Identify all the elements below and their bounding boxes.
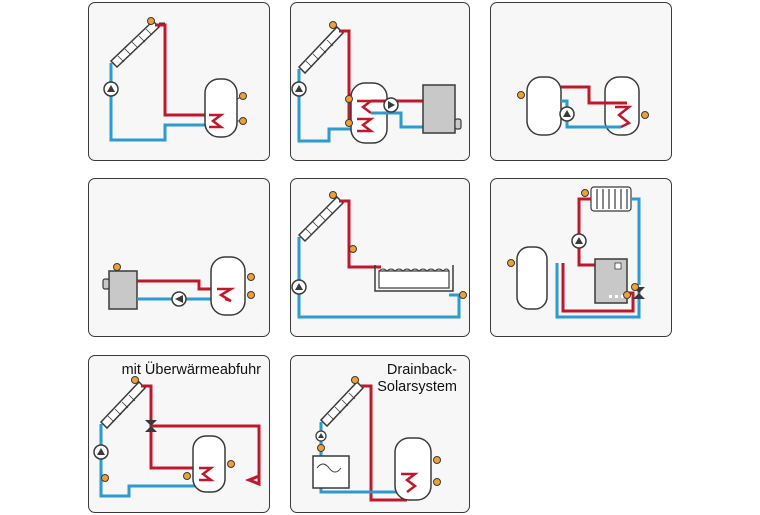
- temperature-sensors: [517, 91, 649, 119]
- flow-pipe: [155, 23, 217, 117]
- flow-pipe: [361, 384, 407, 502]
- storage-tank: [394, 437, 432, 501]
- storage-tank: [210, 256, 246, 316]
- solar-collector: [297, 195, 345, 243]
- three-way-valve: [145, 420, 157, 432]
- storage-tank-left: [526, 76, 562, 136]
- schematic: [93, 376, 261, 498]
- tank-flow-pipe: [561, 263, 635, 313]
- circulation-pump: [571, 233, 587, 249]
- flow-pipe: [561, 85, 627, 105]
- temperature-sensors: [101, 376, 235, 482]
- schematic: [517, 76, 649, 136]
- heating-return-pipe: [631, 197, 641, 285]
- circulation-pump: [559, 106, 575, 122]
- schematic: [291, 191, 467, 319]
- circulation-pump: [93, 444, 109, 460]
- solar-collector: [99, 380, 147, 430]
- storage-tank: [204, 78, 238, 138]
- solar-collector: [319, 380, 365, 428]
- drainback-container: [312, 455, 350, 489]
- temperature-sensors: [329, 191, 467, 299]
- return-pipe: [109, 63, 217, 142]
- temperature-sensors: [329, 21, 353, 127]
- diagram-panel-drainback: Drainback- Solarsystem: [290, 355, 470, 513]
- return-pipe: [297, 69, 363, 143]
- solar-collector: [297, 25, 345, 75]
- solar-collector: [109, 19, 161, 69]
- swimming-pool: [374, 265, 454, 292]
- panel-caption: Drainback- Solarsystem: [377, 362, 457, 396]
- tank-return-pipe: [555, 263, 641, 319]
- storage-tank: [192, 435, 226, 493]
- caption-line: Drainback-: [386, 362, 457, 378]
- storage-tank: [516, 246, 548, 310]
- circulation-pump: [171, 291, 187, 307]
- diagram-panel-collector-tank: [88, 2, 270, 161]
- schematic: [102, 256, 255, 316]
- circulation-pump: [291, 81, 307, 97]
- flow-pipe: [339, 199, 381, 269]
- heating-flow-pipe: [577, 197, 595, 267]
- diagram-panel-radiator-heating: [490, 178, 672, 337]
- boiler: [422, 84, 462, 134]
- diagram-panel-boiler-tank: [88, 178, 270, 337]
- temperature-sensors: [317, 376, 441, 486]
- temperature-sensors: [147, 17, 247, 125]
- circulation-pump: [291, 279, 307, 295]
- temperature-sensors: [113, 263, 255, 299]
- caption-line: mit Überwärmeabfuhr: [121, 362, 261, 378]
- schematic: [291, 21, 462, 144]
- boiler: [102, 270, 138, 310]
- radiator: [590, 186, 632, 212]
- heat-generator: [594, 258, 628, 304]
- circulation-pump: [315, 430, 327, 442]
- boiler-pump: [383, 97, 399, 113]
- caption-line: Solarsystem: [377, 379, 457, 395]
- temperature-sensors: [507, 189, 639, 299]
- flow-pipe: [141, 384, 261, 487]
- schematic: [507, 186, 645, 319]
- diagram-panel-two-tanks: [490, 2, 672, 161]
- panel-caption: mit Überwärmeabfuhr: [122, 362, 261, 379]
- boiler-return-pipe: [371, 111, 423, 129]
- heat-exchanger-coil: [615, 105, 633, 129]
- circulation-pump: [103, 81, 119, 97]
- diagram-panel-overheat-dissipation: mit Überwärmeabfuhr: [88, 355, 270, 513]
- diagram-panel-collector-pool: [290, 178, 470, 337]
- diagram-panel-collector-tank-boiler: [290, 2, 470, 161]
- schematic: [312, 376, 441, 502]
- return-pipe: [99, 424, 213, 498]
- schematic: [103, 17, 247, 142]
